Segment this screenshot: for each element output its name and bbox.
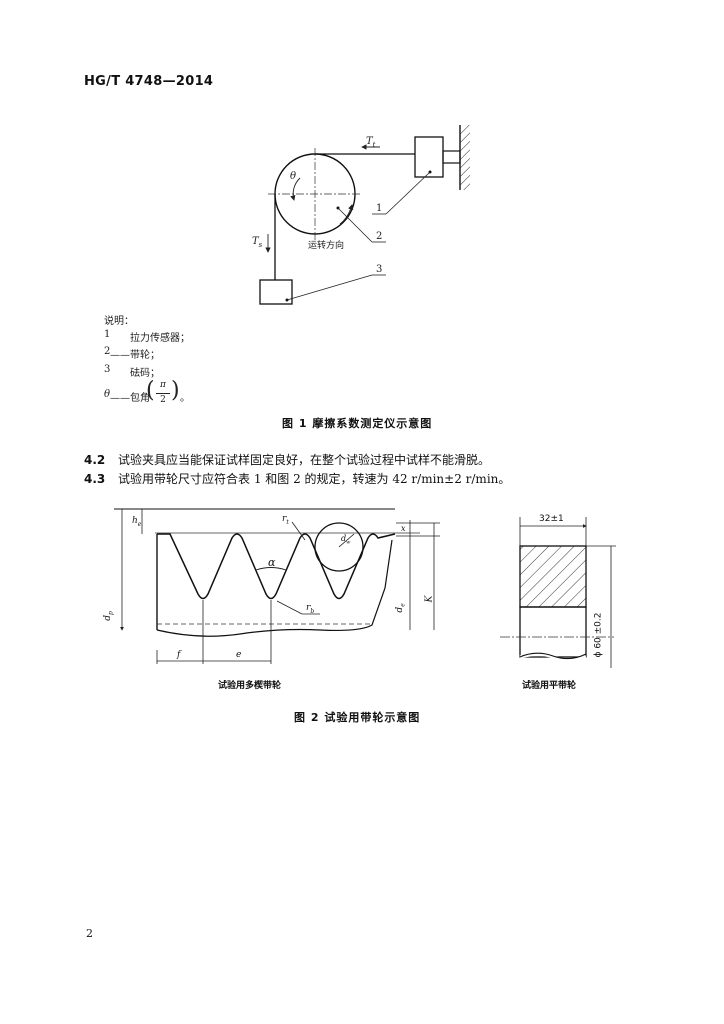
- rb-label: rb: [306, 603, 315, 615]
- callout-3: 3: [376, 264, 383, 275]
- standard-number: HG/T 4748—2014: [84, 74, 214, 89]
- clause-number: 4.2: [84, 453, 106, 467]
- legend-key-1: 1: [104, 329, 111, 340]
- page-number: 2: [86, 927, 93, 940]
- flat-pulley-caption: 试验用平带轮: [522, 681, 577, 691]
- x-label: x: [401, 524, 406, 533]
- alpha-label: α: [268, 556, 276, 569]
- clause-text: 试验夹具应当能保证试样固定良好，在整个试验过程中试样不能滑脱。: [118, 453, 491, 467]
- dw-label: dw: [341, 534, 351, 546]
- tension-ts-label: Ts: [252, 236, 263, 249]
- paren-close: ): [171, 378, 180, 403]
- legend-title: 说明：: [104, 316, 134, 327]
- paren-open: (: [146, 378, 155, 403]
- f-label: f: [177, 650, 181, 660]
- dp-label: dp: [102, 611, 115, 621]
- callout-1: 1: [376, 203, 383, 214]
- fraction-numerator: π: [160, 380, 166, 390]
- figure-2-caption: 图 2 试验用带轮示意图: [294, 711, 421, 724]
- r1-label: rt: [282, 514, 289, 526]
- figure-1-caption: 图 1 摩擦系数测定仪示意图: [282, 417, 433, 430]
- flat-diameter-label: ϕ 60 ±0.2: [593, 612, 604, 658]
- fraction-bar: [156, 393, 170, 394]
- e-label: e: [236, 650, 242, 660]
- legend-key-2: 2: [104, 346, 111, 357]
- flat-width-label: 32±1: [539, 514, 564, 524]
- multi-wedge-caption: 试验用多楔带轮: [218, 681, 282, 691]
- callout-2: 2: [376, 231, 383, 242]
- theta-label: θ: [290, 171, 297, 182]
- he-label: he: [132, 516, 142, 528]
- legend-text-1: 拉力传感器；: [130, 333, 190, 344]
- clause-text: 试验用带轮尺寸应符合表 1 和图 2 的规定，转速为 42 r/min±2 r/…: [118, 472, 511, 486]
- measuring-ball: [314, 522, 364, 572]
- fraction-denominator: 2: [160, 395, 166, 405]
- clause-4-3: 4.3 试验用带轮尺寸应符合表 1 和图 2 的规定，转速为 42 r/min±2…: [84, 470, 510, 487]
- weight: [259, 279, 293, 305]
- k-label: K: [424, 595, 435, 603]
- legend-text-2: ——带轮；: [110, 350, 160, 361]
- flat-pulley-rim: [519, 545, 587, 608]
- tension-t1-label: Tt: [366, 136, 376, 149]
- clause-number: 4.3: [84, 472, 106, 486]
- multi-wedge-profile: [157, 533, 396, 600]
- legend-key-3: 3: [104, 364, 111, 375]
- legend-end-mark: 。: [180, 393, 190, 404]
- rotation-direction-label: 运转方向: [308, 241, 345, 251]
- clause-4-2: 4.2 试验夹具应当能保证试样固定良好，在整个试验过程中试样不能滑脱。: [84, 451, 490, 468]
- legend-key-theta: θ: [104, 389, 111, 400]
- de-label: de: [394, 603, 407, 613]
- legend-text-theta: ——包角: [110, 393, 150, 404]
- legend-text-3: 砝码；: [130, 368, 160, 379]
